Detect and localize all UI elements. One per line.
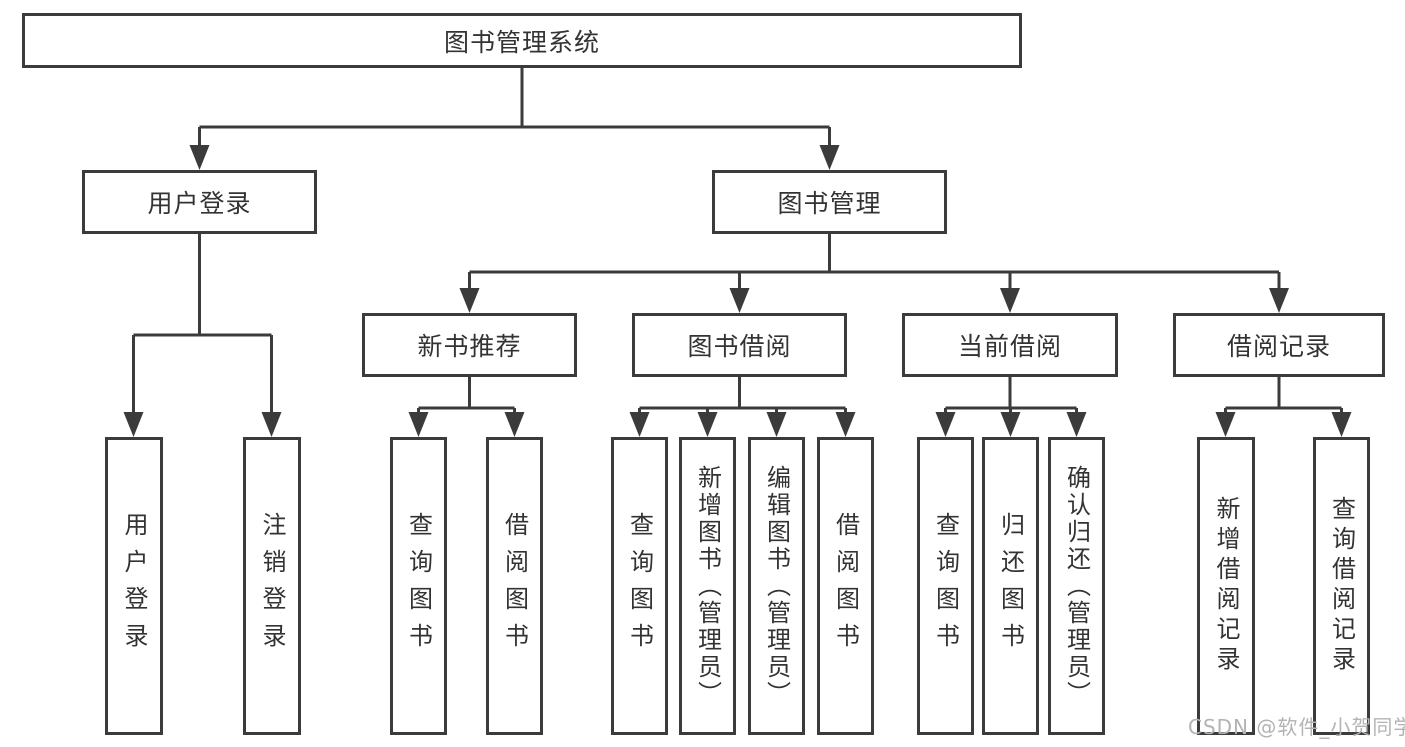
leaf-return-book: 归还图书	[982, 437, 1039, 735]
leaf-add-book-admin-label: 新增图书（管理员）	[693, 464, 722, 708]
leaf-query-borrow-record: 查询借阅记录	[1313, 437, 1370, 735]
connector-borrow-to-leaves	[638, 377, 847, 414]
leaf-logout-label: 注销登录	[258, 512, 286, 660]
leaf-query-borrow-record-label: 查询借阅记录	[1327, 496, 1356, 676]
watermark: CSDN @软件_小贺同学	[1188, 715, 1405, 739]
node-user-login: 用户登录	[82, 170, 317, 234]
node-borrow-records-label: 借阅记录	[1226, 332, 1331, 361]
node-root: 图书管理系统	[22, 13, 1022, 68]
leaf-confirm-return-admin-label: 确认归还（管理员）	[1062, 464, 1091, 708]
connector-current-to-leaves	[944, 377, 1078, 414]
leaf-logout: 注销登录	[243, 437, 301, 735]
arrow-head	[1269, 288, 1289, 313]
arrow-head	[408, 412, 429, 437]
arrow-head	[697, 412, 718, 437]
arrow-head	[459, 288, 480, 313]
arrow-head	[123, 412, 144, 437]
arrow-head	[819, 145, 840, 170]
leaf-edit-book-admin: 编辑图书（管理员）	[748, 437, 805, 735]
leaf-query-book-3: 查询图书	[917, 437, 974, 735]
connector-userlogin-to-leaves	[132, 234, 273, 414]
node-book-management: 图书管理	[712, 170, 947, 234]
leaf-query-book-2-label: 查询图书	[625, 512, 654, 660]
connector-root-to-level2	[198, 68, 831, 146]
arrow-head	[261, 412, 282, 437]
leaf-query-book-1: 查询图书	[390, 437, 447, 735]
arrow-head	[766, 412, 787, 437]
leaf-borrow-book-1-label: 借阅图书	[500, 512, 529, 660]
leaf-return-book-label: 归还图书	[996, 512, 1025, 660]
node-user-login-label: 用户登录	[147, 189, 252, 218]
leaf-user-login-label: 用户登录	[120, 512, 148, 660]
arrow-head	[504, 412, 525, 437]
connector-newbook-to-leaves	[417, 377, 516, 414]
arrow-head	[1000, 412, 1021, 437]
leaf-borrow-book-2: 借阅图书	[817, 437, 874, 735]
arrow-head	[189, 145, 210, 170]
arrow-head	[835, 412, 856, 437]
node-new-book-recommend: 新书推荐	[362, 313, 577, 377]
leaf-borrow-book-2-label: 借阅图书	[831, 512, 860, 660]
leaf-user-login: 用户登录	[105, 437, 163, 735]
node-book-borrow-label: 图书借阅	[687, 332, 792, 361]
arrow-head	[1066, 412, 1087, 437]
node-new-book-recommend-label: 新书推荐	[417, 332, 522, 361]
node-root-label: 图书管理系统	[443, 27, 600, 57]
leaf-borrow-book-1: 借阅图书	[486, 437, 543, 735]
arrow-head	[1000, 288, 1020, 313]
arrow-head	[729, 288, 750, 313]
connector-records-to-leaves	[1224, 377, 1343, 414]
arrow-head	[1215, 412, 1236, 437]
node-borrow-records: 借阅记录	[1173, 313, 1385, 377]
connector-bookmgmt-to-level3	[468, 234, 1281, 290]
leaf-confirm-return-admin: 确认归还（管理员）	[1048, 437, 1105, 735]
arrow-head	[1331, 412, 1352, 437]
leaf-add-borrow-record-label: 新增借阅记录	[1212, 496, 1240, 676]
node-current-borrow: 当前借阅	[902, 313, 1118, 377]
leaf-add-borrow-record: 新增借阅记录	[1197, 437, 1255, 735]
leaf-edit-book-admin-label: 编辑图书（管理员）	[762, 464, 791, 708]
arrow-head	[935, 412, 956, 437]
node-book-management-label: 图书管理	[777, 189, 882, 218]
arrow-head	[629, 412, 650, 437]
node-current-borrow-label: 当前借阅	[957, 332, 1062, 361]
leaf-query-book-2: 查询图书	[611, 437, 668, 735]
leaf-add-book-admin: 新增图书（管理员）	[679, 437, 736, 735]
node-book-borrow: 图书借阅	[632, 313, 847, 377]
leaf-query-book-3-label: 查询图书	[931, 512, 960, 660]
leaf-query-book-1-label: 查询图书	[404, 512, 433, 660]
